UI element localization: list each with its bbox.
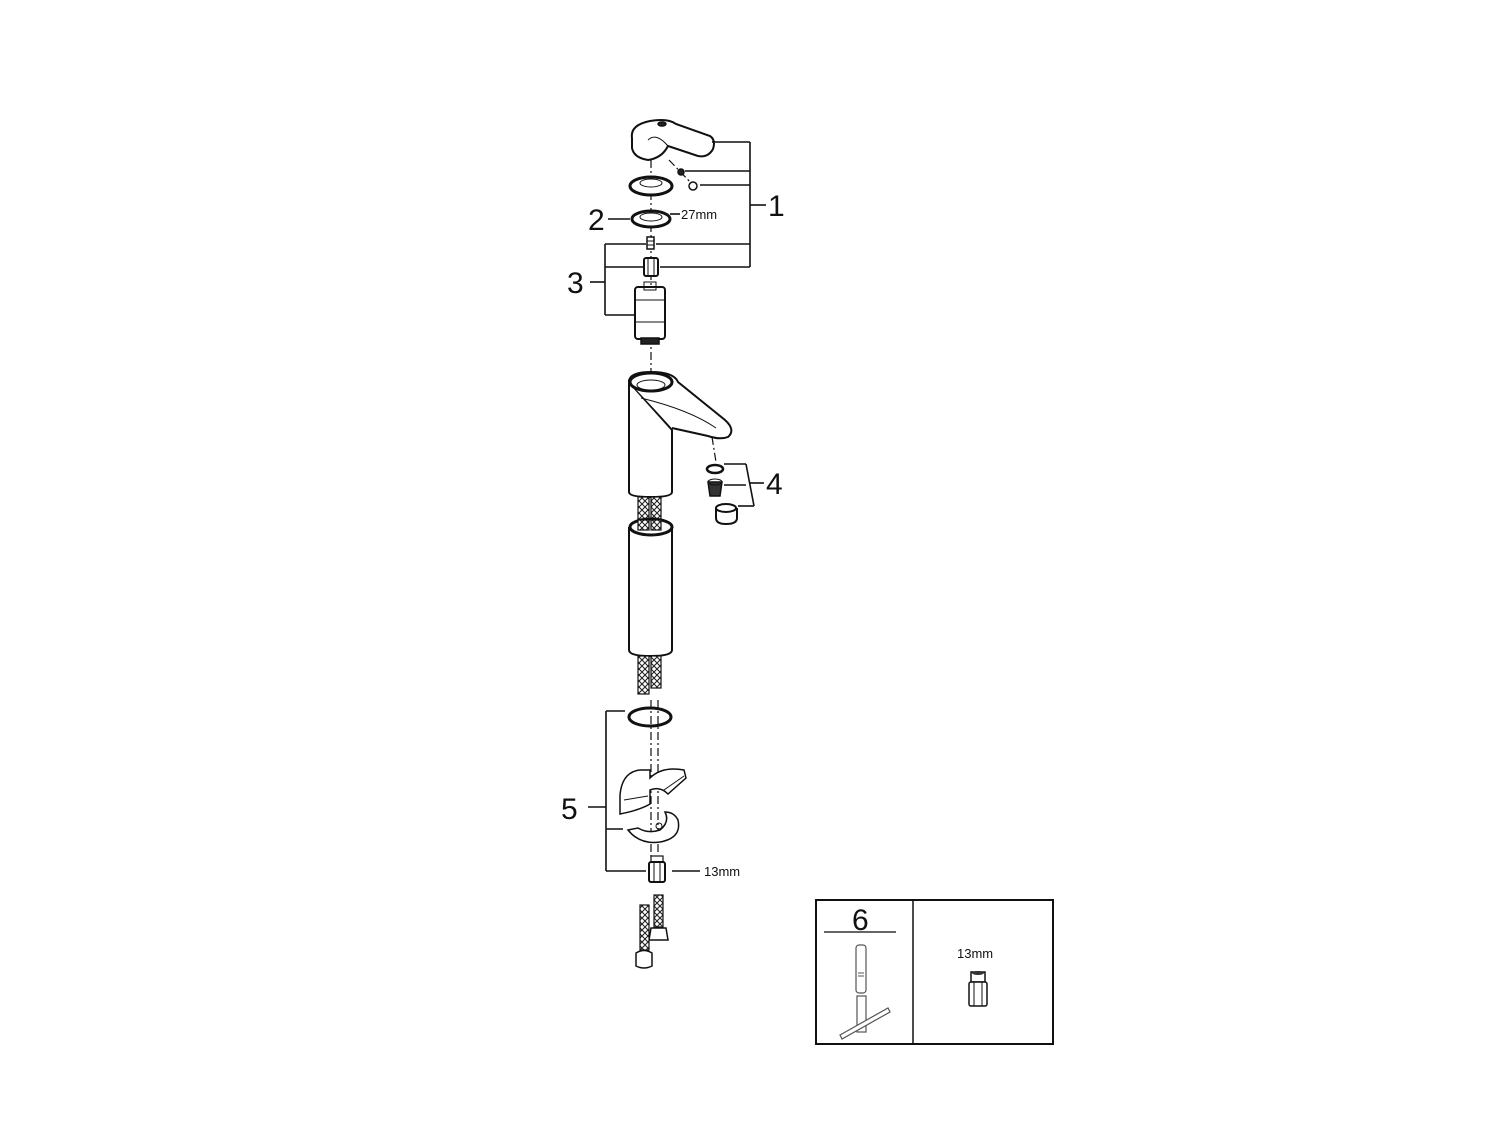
cover-ring — [628, 175, 674, 197]
hose-connectors — [635, 894, 669, 969]
adapter — [643, 257, 659, 277]
o-ring — [627, 706, 673, 728]
clamp-plate — [626, 811, 680, 844]
callout-2-leader — [608, 213, 680, 220]
callout-4-bracket — [724, 463, 764, 507]
callout-2-dimension: 27mm — [681, 207, 717, 222]
callout-5-dimension: 13mm — [704, 864, 740, 879]
callout-4-label: 4 — [766, 468, 783, 501]
stud-nut — [648, 855, 666, 883]
aerator-washer — [705, 463, 725, 475]
tools-box-number: 6 — [852, 904, 869, 937]
supply-hoses-lower — [637, 655, 662, 695]
horseshoe-washer — [619, 768, 687, 815]
lever-handle — [630, 119, 715, 162]
callout-5-label: 5 — [561, 793, 578, 826]
callout-1-label: 1 — [768, 190, 785, 223]
aerator-insert — [707, 478, 723, 497]
callout-5-bracket — [588, 710, 700, 872]
callout-2-label: 2 — [588, 204, 605, 237]
callout-1-bracket — [656, 141, 766, 268]
base-sleeve — [628, 517, 674, 658]
cartridge — [634, 281, 666, 345]
cartridge-screw — [646, 236, 655, 250]
handle-screw — [668, 159, 698, 191]
socket-insert-icon — [968, 971, 988, 1007]
retaining-nut — [630, 209, 672, 229]
t-handle-wrench-icon — [839, 944, 891, 1040]
tools-box-dimension: 13mm — [957, 946, 993, 961]
aerator-housing — [715, 503, 738, 526]
faucet-body — [628, 370, 733, 499]
callout-3-bracket — [590, 243, 646, 316]
callout-3-label: 3 — [567, 267, 584, 300]
